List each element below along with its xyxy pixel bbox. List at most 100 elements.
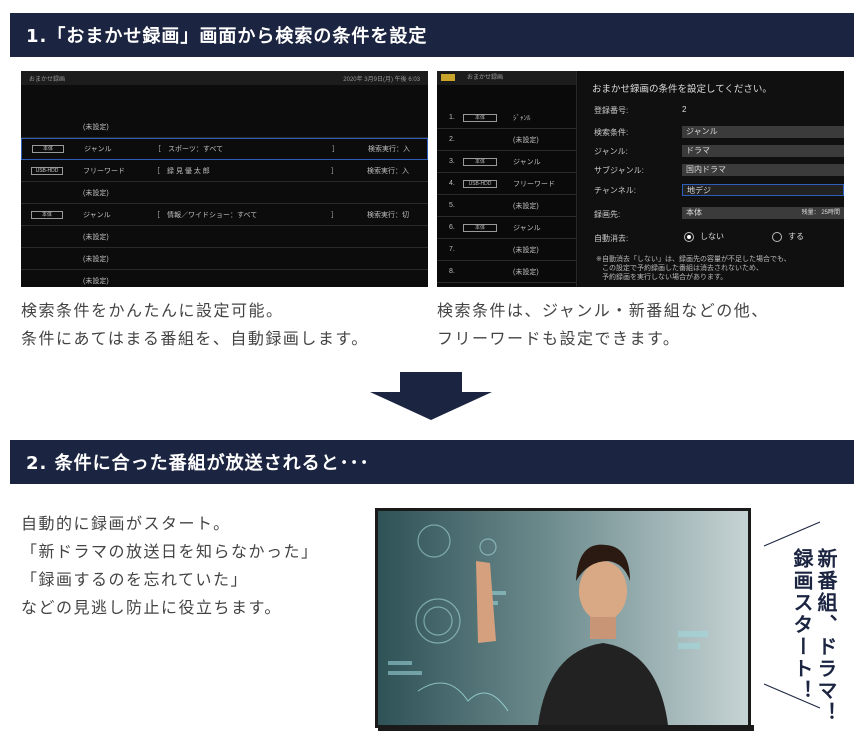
settings-list-panel: おまかせ録画 1. 本体 ｼﾞｬﾝﾙ 2. (未設定) 3. 本体 ジャンル 4… [437, 71, 577, 287]
item-number: 7. [449, 246, 455, 253]
genre-label: ジャンル: [594, 147, 628, 156]
genre-field[interactable]: ドラマ [682, 145, 844, 157]
auto-delete-label: 自動消去: [594, 234, 629, 243]
item-destination: 本体 [463, 223, 497, 232]
item-number: 6. [449, 224, 455, 231]
caption-left: 検索条件をかんたんに設定可能。 条件にあてはまる番組を、自動録画します。 [21, 301, 369, 348]
reg-label: 登録番号: [594, 106, 629, 115]
tv-screen-illustration [378, 511, 748, 725]
item-condition: (未設定) [513, 268, 539, 276]
item-condition: (未設定) [513, 246, 539, 254]
row-destination: 本体 [32, 145, 64, 153]
item-condition: ジャンル [513, 224, 541, 232]
list-item[interactable]: 2. (未設定) [437, 129, 577, 151]
radio-label: しない [700, 232, 724, 241]
item-condition: ｼﾞｬﾝﾙ [513, 114, 531, 122]
omakase-list-screenshot: おまかせ録画 2020年 3月9日(月) 午後 6:03 (未設定) 本体 ジャ… [21, 71, 428, 287]
dest-label: 録画先: [594, 210, 621, 219]
section-1-header: 1.「おまかせ録画」画面から検索の条件を設定 [10, 13, 854, 57]
list-item[interactable]: 5. (未設定) [437, 195, 577, 217]
caption-bottom: 自動的に録画がスタート。 「新ドラマの放送日を知らなかった」 「録画するのを忘れ… [21, 514, 319, 617]
search-label: 検索条件: [594, 128, 629, 137]
tv-stand [378, 725, 754, 731]
row-bracket: ］ [332, 146, 339, 153]
list-item[interactable]: 8. (未設定) [437, 261, 577, 283]
screen1-title: おまかせ録画 [29, 76, 66, 83]
item-destination: 本体 [463, 157, 497, 166]
list-item[interactable]: 3. 本体 ジャンル [437, 151, 577, 173]
list-row[interactable]: (未設定) [21, 116, 428, 138]
tv-image [375, 508, 754, 731]
item-number: 8. [449, 268, 455, 275]
destination-remaining: 残量： 25時間 [801, 210, 840, 216]
row-bracket: ］ [331, 211, 338, 219]
settings-detail-panel: おまかせ録画の条件を設定してください。 登録番号: 2 検索条件: ジャンル ジ… [578, 71, 844, 287]
item-destination: 本体 [463, 113, 497, 122]
item-number: 3. [449, 158, 455, 165]
item-condition: (未設定) [513, 136, 539, 144]
subgenre-label: サブジャンル: [594, 166, 644, 175]
search-condition-field[interactable]: ジャンル [682, 126, 844, 138]
row-condition: ジャンル [84, 146, 112, 153]
row-bracket: ］ [331, 167, 338, 175]
radio-selected-icon [684, 231, 694, 242]
list-row[interactable]: (未設定) [21, 226, 428, 248]
item-number: 5. [449, 202, 455, 209]
channel-field[interactable]: 地デジ [682, 184, 844, 196]
row-condition: ジャンル [83, 211, 111, 219]
auto-delete-on-radio[interactable]: する [772, 231, 804, 242]
auto-delete-off-radio[interactable]: しない [684, 231, 724, 242]
row-condition: (未設定) [83, 277, 109, 285]
item-number: 1. [449, 114, 455, 121]
item-condition: (未設定) [513, 202, 539, 210]
note-mark: ※ [596, 256, 602, 263]
destination-value: 本体 [686, 208, 702, 217]
omakase-settings-screenshot: おまかせ録画 1. 本体 ｼﾞｬﾝﾙ 2. (未設定) 3. 本体 ジャンル 4… [437, 71, 844, 287]
subgenre-field[interactable]: 国内ドラマ [682, 164, 844, 176]
item-destination: USB-HDD [463, 179, 497, 188]
item-condition: ジャンル [513, 158, 541, 166]
channel-label: チャンネル: [594, 186, 636, 195]
row-keyword: ［ 録 見 優 太 郎 [153, 167, 210, 175]
row-destination: 本体 [31, 210, 63, 219]
item-condition: フリーワード [513, 180, 555, 188]
row-condition: フリーワード [83, 167, 125, 175]
side-text-col1: 新番組、ドラマ！ [814, 548, 838, 724]
decorative-lines [763, 521, 821, 709]
row-exec: 検索実行：入 [367, 167, 409, 175]
row-condition: (未設定) [83, 189, 109, 197]
screen1-topbar: おまかせ録画 2020年 3月9日(月) 午後 6:03 [21, 71, 428, 85]
list-item[interactable]: 4. USB-HDD フリーワード [437, 173, 577, 195]
reg-value: 2 [682, 105, 687, 114]
destination-field[interactable]: 本体 残量： 25時間 [682, 207, 844, 219]
list-row[interactable]: (未設定) [21, 248, 428, 270]
row-keyword: ［ スポーツ：すべて [154, 146, 224, 153]
radio-unselected-icon [772, 231, 782, 242]
list-row[interactable]: 本体 ジャンル ［ 情報／ワイドショー：すべて ］ 検索実行：切 [21, 204, 428, 226]
list-row-selected[interactable]: 本体 ジャンル ［ スポーツ：すべて ］ 検索実行：入 [21, 138, 428, 160]
list-item[interactable]: 6. 本体 ジャンル [437, 217, 577, 239]
down-arrow-icon [370, 372, 492, 420]
screen1-datetime: 2020年 3月9日(月) 午後 6:03 [343, 76, 420, 83]
section-1-title: 1.「おまかせ録画」画面から検索の条件を設定 [26, 26, 428, 47]
row-condition: (未設定) [83, 123, 109, 131]
side-text-col2: 録画スタート！ [790, 548, 814, 702]
item-number: 4. [449, 180, 455, 187]
row-exec: 検索実行：切 [367, 211, 409, 219]
auto-delete-note: 自動消去「しない」は、録画先の容量が不足した場合でも、 この設定で予約録画した番… [602, 256, 791, 281]
screen2-title: おまかせ録画 [467, 75, 504, 81]
list-row[interactable]: (未設定) [21, 270, 428, 287]
list-item[interactable]: 7. (未設定) [437, 239, 577, 261]
panel-title: おまかせ録画の条件を設定してください。 [592, 84, 772, 95]
section-2-header: 2. 条件に合った番組が放送されると･･･ [10, 440, 854, 484]
list-row[interactable]: USB-HDD フリーワード ［ 録 見 優 太 郎 ］ 検索実行：入 [21, 160, 428, 182]
list-row[interactable]: (未設定) [21, 182, 428, 204]
list-item[interactable]: 1. 本体 ｼﾞｬﾝﾙ [437, 107, 577, 129]
row-destination: USB-HDD [31, 166, 63, 175]
row-keyword: ［ 情報／ワイドショー：すべて [153, 211, 258, 219]
row-condition: (未設定) [83, 255, 109, 263]
row-condition: (未設定) [83, 233, 109, 241]
logo-icon [441, 74, 455, 81]
row-exec: 検索実行：入 [368, 146, 410, 153]
screen2-header: おまかせ録画 [437, 71, 576, 85]
